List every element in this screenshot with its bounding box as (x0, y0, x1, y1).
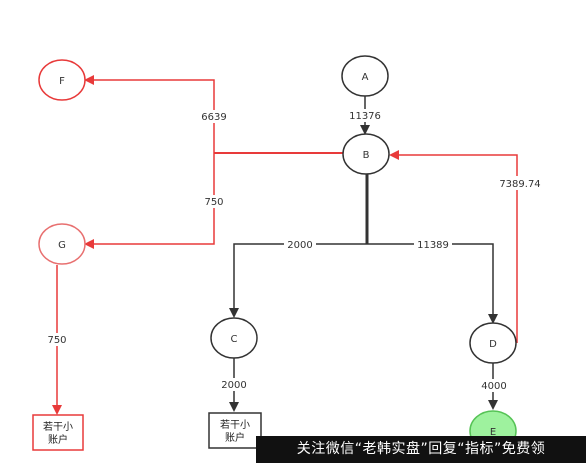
svg-text:若干小: 若干小 (43, 420, 73, 433)
svg-text:E: E (490, 427, 496, 438)
svg-text:B: B (363, 150, 370, 161)
svg-text:A: A (362, 72, 369, 83)
svg-text:D: D (489, 339, 497, 350)
edge-b-c (229, 243, 367, 318)
edge-b-f (84, 75, 215, 153)
edge-label-a-b: 11376 (349, 111, 381, 122)
edge-label-d-b: 7389.74 (499, 179, 540, 190)
watermark-banner: 关注微信“老韩实盘”回复“指标”免费领 (256, 436, 586, 463)
node-g: G (38, 223, 86, 265)
edge-b-g (84, 153, 215, 249)
box-middle-accounts: 若干小 账户 (208, 412, 262, 449)
svg-text:G: G (58, 240, 66, 251)
edge-label-g-box: 750 (47, 335, 66, 346)
svg-text:账户: 账户 (48, 433, 68, 446)
node-b: B (342, 133, 390, 175)
node-d: D (469, 322, 517, 364)
node-a: A (341, 55, 389, 97)
edge-label-d-e: 4000 (481, 381, 506, 392)
svg-text:账户: 账户 (225, 431, 245, 444)
svg-text:F: F (59, 76, 65, 87)
box-left-accounts: 若干小 账户 (32, 414, 84, 451)
edge-label-c-box: 2000 (221, 380, 246, 391)
node-f: F (38, 59, 86, 101)
edge-b-d (367, 243, 498, 324)
edge-label-b-g: 750 (204, 197, 223, 208)
edge-label-b-f: 6639 (201, 112, 226, 123)
svg-text:C: C (231, 334, 238, 345)
svg-text:若干小: 若干小 (220, 418, 250, 431)
edge-d-b (389, 150, 518, 343)
node-c: C (210, 317, 258, 359)
edge-label-b-c: 2000 (287, 240, 312, 251)
edge-label-b-d: 11389 (417, 240, 449, 251)
